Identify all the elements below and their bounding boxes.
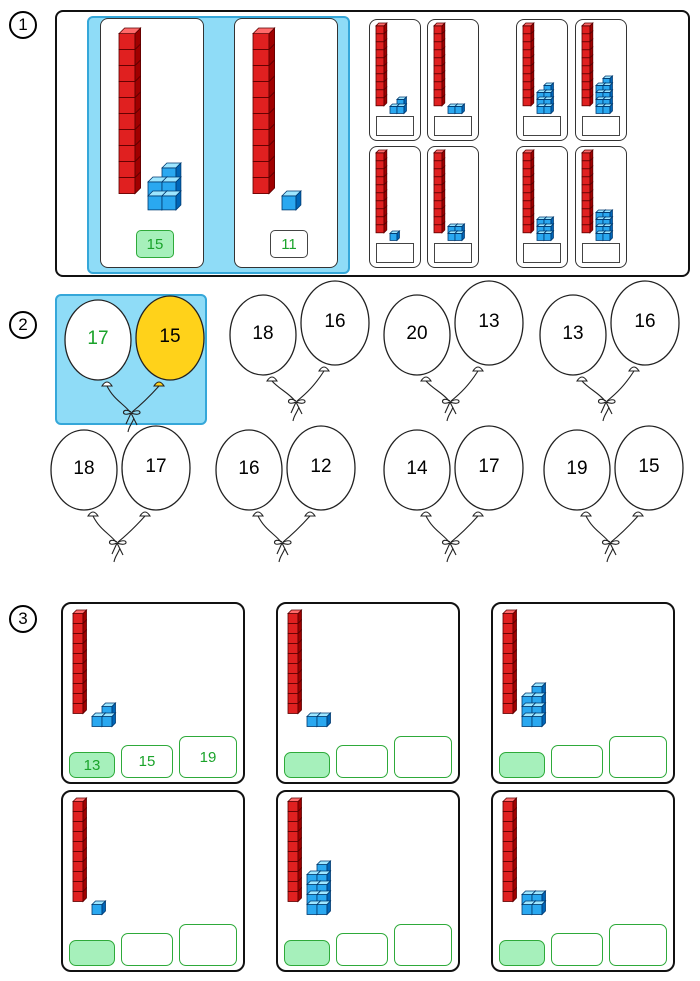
- small-ones-cubes-3: [536, 81, 555, 114]
- small-ten-rod-3: [522, 22, 535, 107]
- balloon-left-number-5: 18: [73, 458, 95, 479]
- balloon-pair-3: [383, 280, 524, 422]
- task-ten-rod-1: [72, 609, 88, 715]
- balloon-left-number-3: 20: [406, 323, 428, 344]
- task-ones-cubes-3: [521, 681, 547, 727]
- task-ones-cubes-6: [521, 889, 547, 915]
- task-ones-cubes-1: [91, 701, 117, 727]
- balloon-right-number-1: 15: [159, 326, 181, 347]
- balloon-left-number-8: 19: [566, 458, 588, 479]
- task-ten-rod-3: [502, 609, 518, 715]
- small-ones-cubes-7: [536, 215, 555, 241]
- balloon-right-number-2: 16: [324, 311, 346, 332]
- small-ones-cubes-5: [389, 229, 401, 241]
- small-answer-box-4[interactable]: [582, 116, 620, 136]
- answer-box-5-3[interactable]: [394, 924, 452, 966]
- balloon-pair-7: [383, 425, 524, 563]
- balloon-pair-8: [543, 425, 684, 563]
- example-card-1: [100, 18, 204, 268]
- ten-rod-2: [252, 27, 276, 195]
- answer-box-2-3[interactable]: [394, 736, 452, 778]
- section-number-2: 2: [9, 311, 37, 339]
- small-answer-box-5[interactable]: [376, 243, 414, 263]
- balloon-left-number-6: 16: [238, 458, 260, 479]
- small-ten-rod-1: [375, 22, 388, 107]
- answer-box-4-3[interactable]: [179, 924, 237, 966]
- ten-rod-1: [118, 27, 142, 195]
- small-ten-rod-2: [433, 22, 446, 107]
- small-ten-rod-6: [433, 149, 446, 234]
- task-ten-rod-2: [287, 609, 303, 715]
- small-answer-box-2[interactable]: [434, 116, 472, 136]
- ones-cubes-1: [147, 162, 182, 211]
- answer-box-1-1[interactable]: 13: [69, 752, 115, 778]
- balloon-pair-1: [64, 295, 205, 433]
- task-ones-cubes-5: [306, 859, 332, 915]
- answer-box-6-1[interactable]: [499, 940, 545, 966]
- answer-box-4-1[interactable]: [69, 940, 115, 966]
- balloon-right-number-5: 17: [145, 456, 167, 477]
- answer-box-3-1[interactable]: [499, 752, 545, 778]
- balloon-right-number-3: 13: [478, 311, 500, 332]
- answer-box-4-2[interactable]: [121, 933, 173, 966]
- balloon-right-number-8: 15: [638, 456, 660, 477]
- ones-cubes-2: [281, 190, 302, 211]
- balloon-left-number-4: 13: [562, 323, 584, 344]
- task-ones-cubes-4: [91, 899, 107, 915]
- balloon-pair-5: [50, 425, 191, 563]
- answer-box-2-2[interactable]: [336, 745, 388, 778]
- small-ones-cubes-4: [595, 74, 614, 114]
- small-answer-box-7[interactable]: [523, 243, 561, 263]
- answer-box-1-2[interactable]: 15: [121, 745, 173, 778]
- task-ones-cubes-2: [306, 711, 332, 727]
- small-ten-rod-4: [581, 22, 594, 107]
- balloon-right-number-7: 17: [478, 456, 500, 477]
- balloon-right-number-6: 12: [310, 456, 332, 477]
- answer-box-2-1[interactable]: [284, 752, 330, 778]
- answer-box-3-3[interactable]: [609, 736, 667, 778]
- balloon-left-number-2: 18: [252, 323, 274, 344]
- task-ten-rod-6: [502, 797, 518, 903]
- balloon-pair-6: [215, 425, 356, 563]
- balloon-left-number-1: 17: [87, 328, 109, 349]
- small-answer-box-8[interactable]: [582, 243, 620, 263]
- small-ten-rod-7: [522, 149, 535, 234]
- task-ten-rod-5: [287, 797, 303, 903]
- answer-box-3-2[interactable]: [551, 745, 603, 778]
- answer-box-6-3[interactable]: [609, 924, 667, 966]
- small-ones-cubes-2: [447, 102, 466, 114]
- small-ones-cubes-6: [447, 222, 466, 241]
- section-number-3: 3: [9, 605, 37, 633]
- small-ones-cubes-1: [389, 95, 408, 114]
- answer-box-5-1[interactable]: [284, 940, 330, 966]
- section-number-1: 1: [9, 11, 37, 39]
- small-ones-cubes-8: [595, 208, 614, 241]
- answer-box-example-2: 11: [270, 230, 308, 258]
- example-card-2: [234, 18, 338, 268]
- small-answer-box-3[interactable]: [523, 116, 561, 136]
- small-answer-box-1[interactable]: [376, 116, 414, 136]
- balloon-right-number-4: 16: [634, 311, 656, 332]
- balloon-pair-2: [229, 280, 370, 422]
- answer-box-example-1: 15: [136, 230, 174, 258]
- small-ten-rod-5: [375, 149, 388, 234]
- small-answer-box-6[interactable]: [434, 243, 472, 263]
- balloon-pair-4: [539, 280, 680, 422]
- answer-box-6-2[interactable]: [551, 933, 603, 966]
- answer-box-5-2[interactable]: [336, 933, 388, 966]
- balloon-left-number-7: 14: [406, 458, 428, 479]
- small-ten-rod-8: [581, 149, 594, 234]
- answer-box-1-3[interactable]: 19: [179, 736, 237, 778]
- task-ten-rod-4: [72, 797, 88, 903]
